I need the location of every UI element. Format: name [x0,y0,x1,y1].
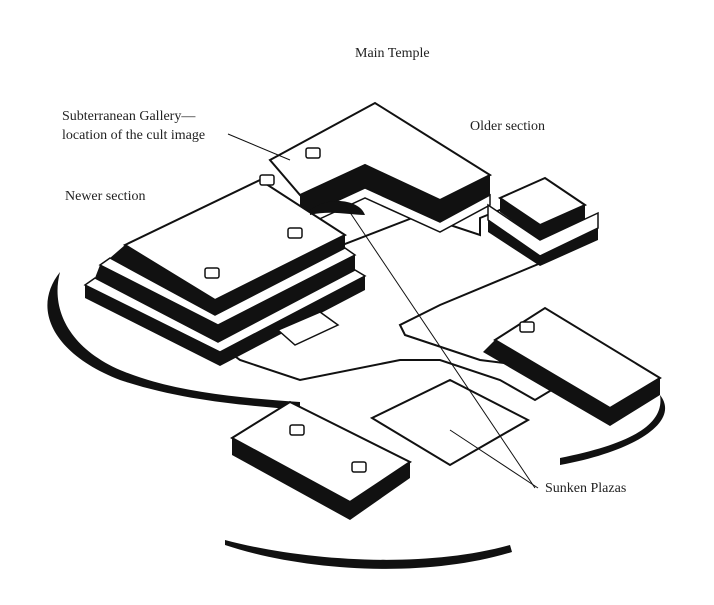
terrain-curve-left [47,272,300,410]
label-older-section: Older section [470,119,546,134]
newer-section-base-side [85,276,365,366]
annex-base [488,220,598,266]
sunken-plaza-small [276,311,340,346]
older-section-step [299,187,491,233]
label-main-temple: Main Temple [355,46,430,61]
east-block-side [483,340,660,426]
newer-section-tier2-side [95,255,355,342]
leader-line-gallery [227,133,291,161]
south-block-side [232,438,410,520]
label-sunken-plazas: Sunken Plazas [545,481,627,496]
annex-side [500,198,585,240]
label-cult-image: location of the cult image [62,128,206,143]
sunken-plaza-main [369,378,531,467]
label-newer-section: Newer section [65,189,146,204]
east-block-shrine-icon [519,321,535,333]
label-subterranean-gallery: Subterranean Gallery— [62,109,196,124]
terrain-curve-bottom [225,540,512,569]
south-block-shrine-icon-2 [351,461,367,473]
south-block-shrine-icon [289,424,305,436]
leader-line-sunken-1 [344,204,536,489]
shrine-icon [204,147,321,279]
newer-section-tier1-side [110,235,345,315]
terrain-curve-right [560,395,666,465]
older-section-side [300,165,490,222]
subterranean-gallery [310,200,365,215]
leader-line-sunken-2 [449,429,539,489]
